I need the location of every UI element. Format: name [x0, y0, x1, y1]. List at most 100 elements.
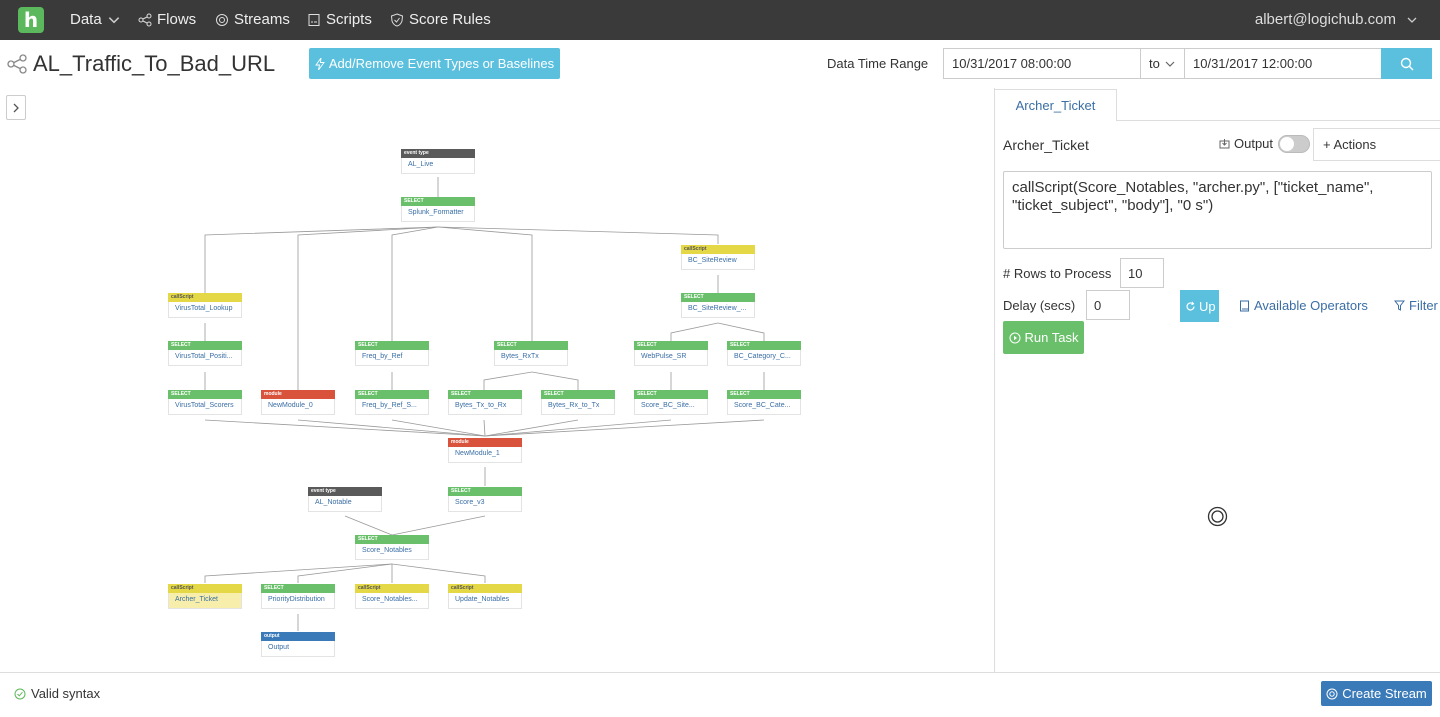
- node-label: NewModule_0: [261, 399, 335, 415]
- node-type: callScript: [448, 584, 522, 593]
- nav-streams-label: Streams: [234, 11, 290, 28]
- filter-label: Filter: [1409, 298, 1438, 313]
- flow-node-newmodule-0[interactable]: module NewModule_0: [261, 390, 335, 415]
- flow-node-virustotal-lookup[interactable]: callScript VirusTotal_Lookup: [168, 293, 242, 318]
- node-label: Score_Notables: [355, 544, 429, 560]
- nav-flows[interactable]: Flows: [138, 11, 196, 28]
- flow-node-virustotal-scorers[interactable]: SELECT VirusTotal_Scorers: [168, 390, 242, 415]
- node-label: NewModule_1: [448, 447, 522, 463]
- node-type: SELECT: [681, 293, 755, 302]
- streams-icon: [216, 13, 228, 26]
- node-type: SELECT: [727, 390, 801, 399]
- filter-link[interactable]: Filter: [1394, 298, 1438, 313]
- node-type: callScript: [355, 584, 429, 593]
- nav-data[interactable]: Data: [70, 11, 121, 28]
- start-date-input[interactable]: 10/31/2017 08:00:00: [943, 48, 1141, 79]
- flow-node-output[interactable]: output Output: [261, 632, 335, 657]
- node-label: BC_SiteReview: [681, 254, 755, 270]
- available-operators-link[interactable]: Available Operators: [1239, 298, 1368, 313]
- node-label: Update_Notables: [448, 593, 522, 609]
- user-email: albert@logichub.com: [1254, 11, 1396, 28]
- flow-node-freq-by-ref-s[interactable]: SELECT Freq_by_Ref_S...: [355, 390, 429, 415]
- expand-sidebar-button[interactable]: [6, 95, 26, 120]
- flow-node-archer-ticket[interactable]: callScript Archer_Ticket: [168, 584, 242, 609]
- add-remove-event-types-button[interactable]: Add/Remove Event Types or Baselines: [309, 48, 560, 79]
- play-icon: [1009, 332, 1021, 343]
- node-type: SELECT: [261, 584, 335, 593]
- rows-label: # Rows to Process: [1003, 266, 1112, 281]
- nav-streams[interactable]: Streams: [215, 11, 290, 28]
- update-label: Up: [1199, 298, 1216, 314]
- flow-node-bc-sitereview-2[interactable]: SELECT BC_SiteReview_...: [681, 293, 755, 318]
- tab-label: Archer_Ticket: [1015, 98, 1096, 113]
- user-menu[interactable]: albert@logichub.com: [1255, 11, 1418, 28]
- update-button[interactable]: Up: [1180, 290, 1219, 322]
- flow-node-freq-by-ref[interactable]: SELECT Freq_by_Ref: [355, 341, 429, 366]
- rows-value: 10: [1128, 265, 1143, 281]
- rows-input[interactable]: 10: [1120, 258, 1164, 288]
- flow-node-bc-category-c[interactable]: SELECT BC_Category_C...: [727, 341, 801, 366]
- search-icon: [1400, 57, 1413, 70]
- flow-node-virustotal-positi[interactable]: SELECT VirusTotal_Positi...: [168, 341, 242, 366]
- panel-divider: [994, 88, 995, 673]
- nav-flows-label: Flows: [157, 11, 197, 28]
- flow-node-bytes-rxtx[interactable]: SELECT Bytes_RxTx: [494, 341, 568, 366]
- node-label: Score_BC_Cate...: [727, 399, 801, 415]
- query-editor[interactable]: callScript(Score_Notables, "archer.py", …: [1003, 171, 1432, 249]
- output-toggle[interactable]: [1278, 135, 1310, 153]
- create-stream-button[interactable]: Create Stream: [1321, 681, 1432, 706]
- bolt-icon: [315, 57, 325, 70]
- task-title: Archer_Ticket: [1003, 137, 1089, 153]
- tab-underline: [1117, 120, 1440, 121]
- node-type: callScript: [168, 584, 242, 593]
- node-type: event type: [401, 149, 475, 158]
- flow-node-al-live[interactable]: event type AL_Live: [401, 149, 475, 174]
- nav-scripts-label: Scripts: [326, 11, 372, 28]
- node-type: SELECT: [168, 341, 242, 350]
- search-button[interactable]: [1381, 48, 1432, 79]
- nav-score-rules[interactable]: Score Rules: [390, 11, 491, 28]
- flow-canvas[interactable]: event type AL_Live SELECT Splunk_Formatt…: [0, 130, 990, 670]
- available-operators-label: Available Operators: [1254, 298, 1368, 313]
- node-type: output: [261, 632, 335, 641]
- logo[interactable]: h: [18, 7, 44, 33]
- node-type: SELECT: [634, 390, 708, 399]
- tab-archer-ticket[interactable]: Archer_Ticket: [994, 89, 1117, 121]
- run-task-button[interactable]: Run Task: [1003, 321, 1084, 354]
- flow-node-score-v3[interactable]: SELECT Score_v3: [448, 487, 522, 512]
- flow-node-newmodule-1[interactable]: module NewModule_1: [448, 438, 522, 463]
- end-date-input[interactable]: 10/31/2017 12:00:00: [1184, 48, 1382, 79]
- chevron-down-icon: [1165, 61, 1175, 67]
- flow-node-update-notables[interactable]: callScript Update_Notables: [448, 584, 522, 609]
- run-task-label: Run Task: [1024, 330, 1079, 345]
- node-label: Freq_by_Ref: [355, 350, 429, 366]
- flow-node-bc-sitereview[interactable]: callScript BC_SiteReview: [681, 245, 755, 270]
- node-type: module: [261, 390, 335, 399]
- flow-node-priority-distribution[interactable]: SELECT PriorityDistribution: [261, 584, 335, 609]
- range-separator-select[interactable]: to: [1140, 48, 1185, 79]
- node-type: SELECT: [541, 390, 615, 399]
- flow-node-score-notables-2[interactable]: callScript Score_Notables...: [355, 584, 429, 609]
- node-label: Output: [261, 641, 335, 657]
- node-label: PriorityDistribution: [261, 593, 335, 609]
- flow-node-bytes-tx-to-rx[interactable]: SELECT Bytes_Tx_to_Rx: [448, 390, 522, 415]
- actions-button[interactable]: + Actions: [1313, 128, 1440, 161]
- streams-icon: [1326, 688, 1338, 699]
- create-stream-label: Create Stream: [1342, 686, 1427, 701]
- node-label: WebPulse_SR: [634, 350, 708, 366]
- node-label: Bytes_RxTx: [494, 350, 568, 366]
- delay-input[interactable]: 0: [1086, 290, 1130, 320]
- node-label: Score_Notables...: [355, 593, 429, 609]
- nav-score-rules-label: Score Rules: [409, 11, 491, 28]
- flow-node-splunk-formatter[interactable]: SELECT Splunk_Formatter: [401, 197, 475, 222]
- flow-node-bytes-rx-to-tx[interactable]: SELECT Bytes_Rx_to_Tx: [541, 390, 615, 415]
- share-icon: [7, 54, 27, 74]
- node-type: SELECT: [401, 197, 475, 206]
- flow-node-score-bc-cate[interactable]: SELECT Score_BC_Cate...: [727, 390, 801, 415]
- nav-scripts[interactable]: Scripts: [307, 11, 372, 28]
- flow-node-al-notable[interactable]: event type AL_Notable: [308, 487, 382, 512]
- flow-node-score-notables[interactable]: SELECT Score_Notables: [355, 535, 429, 560]
- flow-node-webpulse-sr[interactable]: SELECT WebPulse_SR: [634, 341, 708, 366]
- node-label: BC_SiteReview_...: [681, 302, 755, 318]
- flow-node-score-bc-site[interactable]: SELECT Score_BC_Site...: [634, 390, 708, 415]
